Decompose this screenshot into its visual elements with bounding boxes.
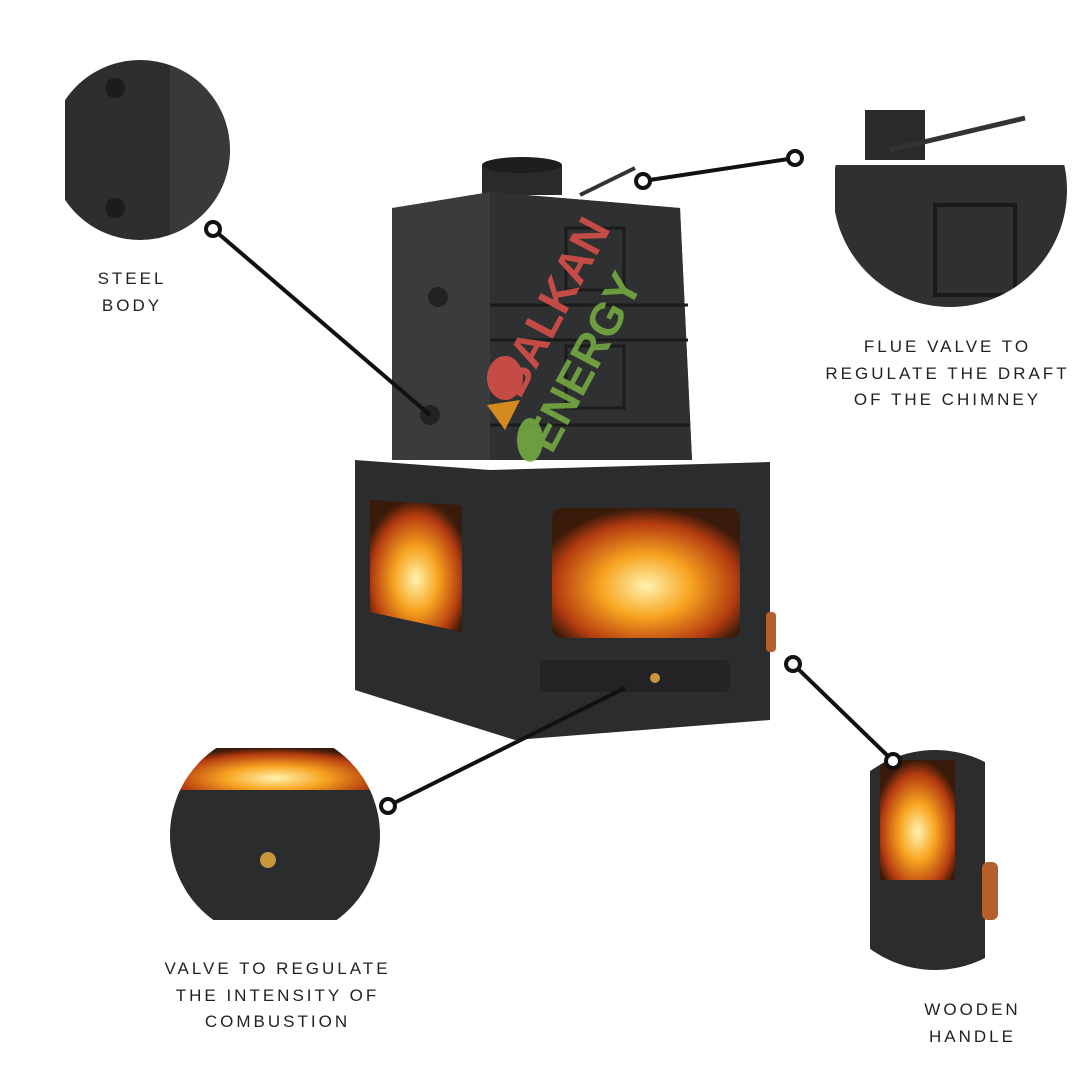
steel-body-panel: [564, 226, 626, 292]
leader-dot: [379, 797, 397, 815]
inset-combustion-valve: [170, 730, 380, 940]
leader-wooden-handle: [791, 662, 895, 763]
inset-flue-valve: [833, 73, 1067, 307]
inset-door: [170, 790, 380, 920]
label-line: THE INTENSITY OF: [175, 985, 380, 1005]
pipe-connector: [428, 287, 448, 307]
flue-valve-lever: [579, 166, 636, 197]
inset-panel: [933, 203, 1017, 297]
inset-flue-pipe: [865, 110, 925, 160]
label-combustion-valve: VALVE TO REGULATE THE INTENSITY OF COMBU…: [150, 956, 405, 1036]
label-line: COMBUSTION: [204, 1012, 351, 1031]
inset-steel-body: [50, 60, 230, 240]
inset-steel-top: [835, 165, 1067, 307]
label-line: OF THE CHIMNEY: [853, 390, 1042, 409]
label-line: VALVE TO REGULATE: [164, 959, 391, 978]
label-steel-body: STEEL BODY: [62, 266, 202, 319]
logo-orange-leaf: [487, 400, 520, 430]
label-line: REGULATE THE DRAFT: [825, 363, 1070, 383]
wooden-handle: [766, 612, 776, 652]
leader-dot: [786, 149, 804, 167]
leader-dot: [204, 220, 222, 238]
inset-connector: [105, 198, 125, 218]
leader-dot: [884, 752, 902, 770]
leader-combustion-valve: [387, 686, 626, 808]
logo-red-leaf: [487, 356, 523, 400]
inset-handle: [982, 862, 998, 920]
label-line: BODY: [101, 295, 163, 315]
label-wooden-handle: WOODEN HANDLE: [895, 997, 1050, 1050]
label-line: FLUE VALVE TO: [863, 337, 1032, 356]
inset-valve-lever: [889, 115, 1026, 153]
fireplace-insert: [355, 157, 776, 740]
inset-valve-knob: [260, 852, 276, 868]
flue-pipe-top: [482, 157, 562, 173]
ash-door: [540, 660, 730, 692]
inset-steel-edge: [170, 60, 230, 240]
label-line: STEEL: [97, 269, 167, 288]
leader-dot: [634, 172, 652, 190]
steel-body-front: [490, 192, 692, 460]
leader-lines: [204, 149, 902, 815]
combustion-valve-knob: [650, 673, 660, 683]
inset-wooden-handle: [825, 750, 1045, 970]
label-flue-valve: FLUE VALVE TO REGULATE THE DRAFT OF THE …: [820, 334, 1075, 414]
logo-green-leaf: [517, 418, 543, 462]
side-glass: [370, 500, 462, 632]
label-line: WOODEN: [924, 1000, 1021, 1019]
label-line: HANDLE: [929, 1026, 1016, 1046]
front-glass: [552, 508, 740, 638]
leader-dot: [784, 655, 802, 673]
steel-body-panel: [564, 344, 626, 410]
leader-steel-body: [211, 227, 432, 417]
inset-connector: [105, 78, 125, 98]
inset-fire: [880, 760, 955, 880]
leader-flue-valve: [642, 156, 796, 183]
